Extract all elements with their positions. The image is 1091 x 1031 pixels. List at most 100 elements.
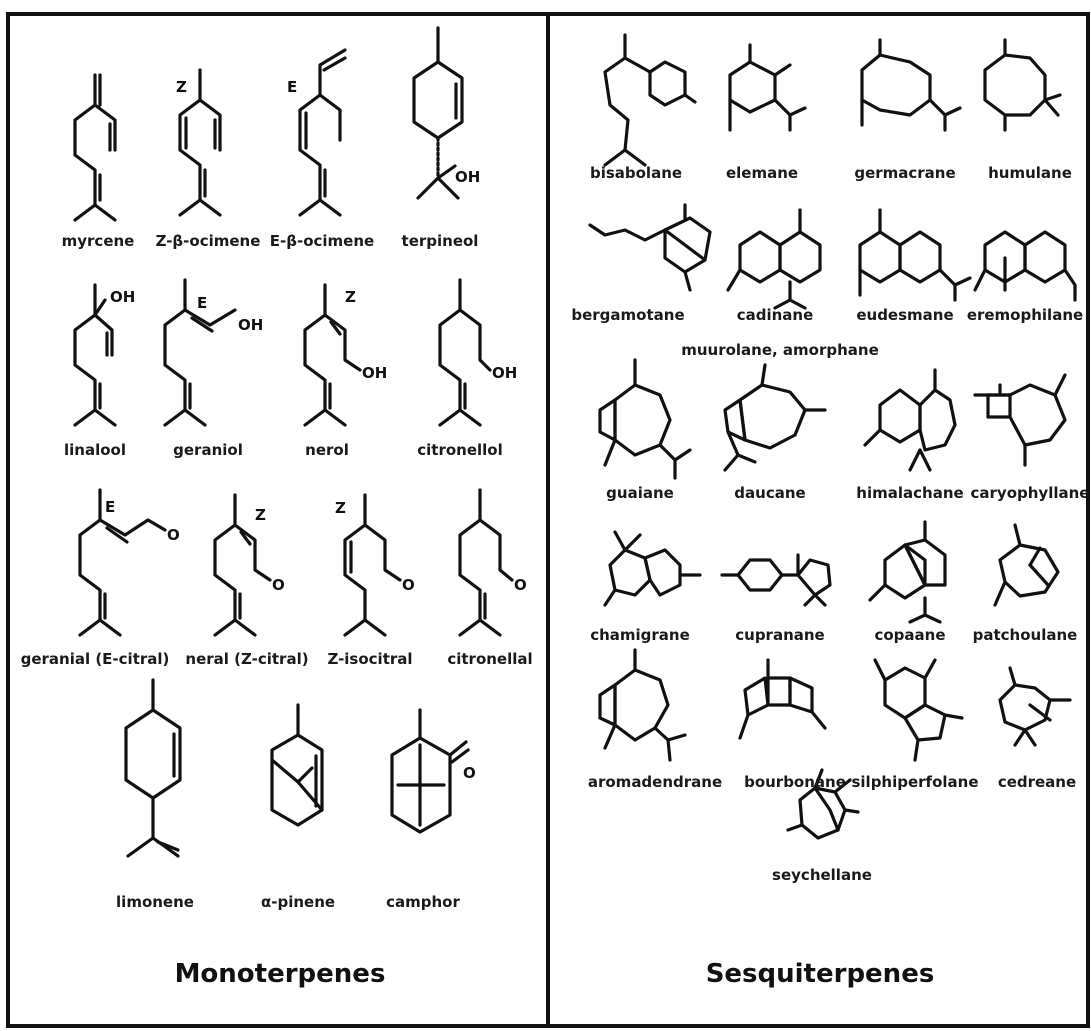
compound-label: seychellane — [772, 866, 872, 884]
compound-label: nerol — [305, 441, 349, 459]
copaane-structure — [868, 520, 947, 624]
compound-label: eremophilane — [967, 306, 1083, 324]
compound-label: eudesmane — [856, 306, 953, 324]
sesquiterpenes-title: Sesquiterpenes — [706, 959, 935, 989]
atom-label: OH — [492, 364, 517, 382]
himalachane-structure — [863, 368, 957, 472]
compound-label: Z-isocitral — [327, 650, 412, 668]
sesquiterpene-structures — [588, 33, 1077, 840]
atom-label: Z — [335, 499, 346, 517]
compound-label: aromadendrane — [588, 773, 722, 791]
aromadendrane-structure — [598, 648, 687, 762]
citronellal-structure — [458, 488, 514, 637]
humulane-structure — [983, 38, 1062, 132]
compound-label: silphiperfolane — [851, 773, 978, 791]
compound-label: limonene — [116, 893, 194, 911]
citronellol-structure — [438, 278, 492, 427]
bergamotane-structure — [588, 203, 712, 292]
neral-structure — [213, 493, 272, 637]
compound-label: guaiane — [606, 484, 674, 502]
compound-label: terpineol — [402, 232, 479, 250]
atom-label: E — [197, 294, 207, 312]
sesquiterpene-labels: bisabolane elemane germacrane humulane b… — [571, 164, 1089, 884]
compound-label: geranial (E-citral) — [21, 650, 170, 668]
compound-label: neral (Z-citral) — [185, 650, 308, 668]
atom-label: OH — [362, 364, 387, 382]
caryophyllane-structure — [973, 373, 1067, 467]
daucane-structure — [723, 363, 827, 472]
eremophilane-structure — [973, 230, 1077, 302]
compound-label: E-β-ocimene — [270, 232, 374, 250]
compound-label: chamigrane — [590, 626, 690, 644]
atom-label: Z — [176, 78, 187, 96]
compound-label: α-pinene — [261, 893, 335, 911]
atom-label: O — [402, 576, 415, 594]
compound-label: bergamotane — [571, 306, 684, 324]
compound-label: caryophyllane — [971, 484, 1090, 502]
camphor-structure — [390, 708, 470, 834]
atom-labels: Z E OH OH E OH Z OH OH E O Z O Z O O O — [105, 78, 527, 782]
compound-label: cupranane — [735, 626, 824, 644]
e-ocimene-structure — [298, 48, 347, 217]
cupranane-structure — [720, 553, 832, 607]
atom-label: O — [463, 764, 476, 782]
compound-label: copaane — [874, 626, 945, 644]
compound-label: cedreane — [998, 773, 1076, 791]
monoterpene-structures — [73, 26, 514, 858]
eudesmane-structure — [858, 208, 972, 302]
z-ocimene-structure — [178, 68, 222, 217]
atom-label: O — [272, 576, 285, 594]
monoterpene-labels: myrcene Z-β-ocimene E-β-ocimene terpineo… — [21, 232, 533, 911]
atom-label: OH — [110, 288, 135, 306]
linalool-structure — [73, 283, 117, 427]
compound-label: linalool — [64, 441, 126, 459]
patchoulane-structure — [993, 523, 1060, 607]
atom-label: Z — [345, 288, 356, 306]
sesquiterpenes-panel-frame — [546, 12, 1090, 1028]
myrcene-structure — [73, 73, 117, 222]
compound-label: germacrane — [854, 164, 955, 182]
monoterpenes-title: Monoterpenes — [175, 959, 386, 989]
guaiane-structure — [598, 358, 692, 480]
compound-label: camphor — [386, 893, 460, 911]
germacrane-structure — [860, 38, 962, 132]
cadinane-structure — [726, 208, 822, 310]
compound-label: humulane — [988, 164, 1072, 182]
compound-label: citronellal — [447, 650, 532, 668]
compound-label: Z-β-ocimene — [156, 232, 261, 250]
chamigrane-structure — [603, 530, 702, 607]
compound-label: citronellol — [417, 441, 503, 459]
compound-label: bourbonane — [744, 773, 846, 791]
geraniol-structure — [163, 278, 237, 427]
compound-label: patchoulane — [973, 626, 1078, 644]
alpha-pinene-structure — [270, 703, 324, 827]
geranial-structure — [78, 488, 167, 637]
sesqui-subnote: muurolane, amorphane — [681, 341, 879, 359]
bisabolane-structure — [603, 33, 697, 167]
compound-label: cadinane — [737, 306, 814, 324]
compound-label: daucane — [734, 484, 805, 502]
silphiperfolane-structure — [873, 658, 964, 762]
seychellane-structure — [786, 768, 860, 840]
bourbonane-structure — [738, 658, 827, 740]
compound-label: geraniol — [173, 441, 243, 459]
atom-label: O — [167, 526, 180, 544]
atom-label: Z — [255, 506, 266, 524]
z-isocitral-structure — [343, 493, 402, 637]
compound-label: himalachane — [856, 484, 963, 502]
elemane-structure — [728, 43, 807, 132]
terpineol-structure — [412, 26, 464, 200]
nerol-structure — [303, 283, 362, 427]
atom-label: O — [514, 576, 527, 594]
compound-label: myrcene — [62, 232, 135, 250]
compound-label: bisabolane — [590, 164, 682, 182]
atom-label: OH — [455, 168, 480, 186]
cedreane-structure — [998, 666, 1072, 747]
compound-label: elemane — [726, 164, 798, 182]
atom-label: E — [105, 498, 115, 516]
limonene-structure — [124, 678, 182, 858]
atom-label: E — [287, 78, 297, 96]
atom-label: OH — [238, 316, 263, 334]
